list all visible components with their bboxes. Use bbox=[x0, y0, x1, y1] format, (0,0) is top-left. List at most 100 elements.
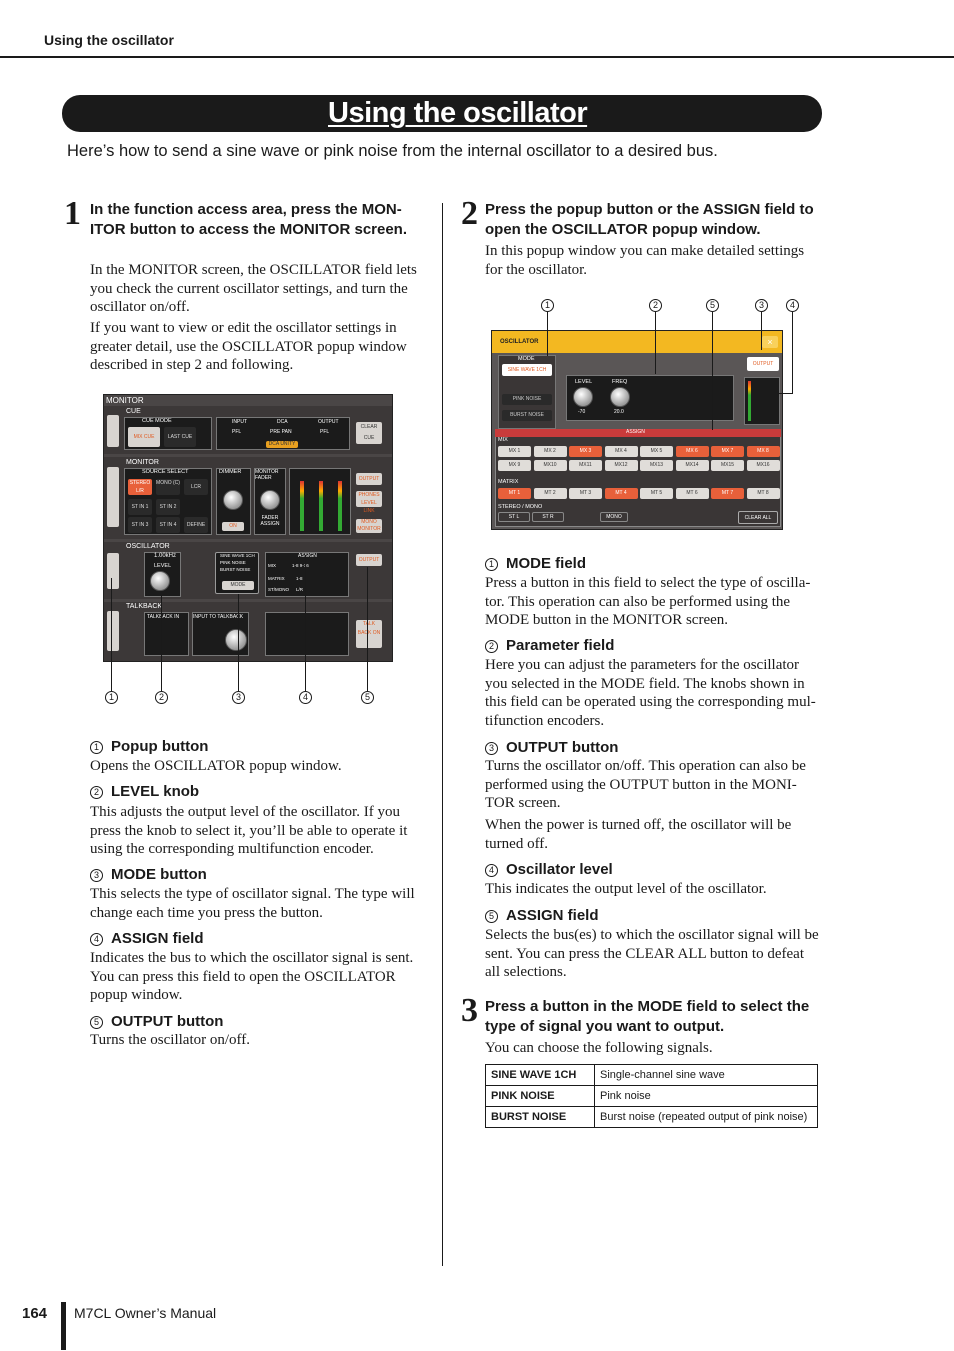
title-bar bbox=[62, 95, 822, 132]
talkback-popup-button[interactable] bbox=[107, 611, 119, 651]
table-row: SINE WAVE 1CH Single-channel sine wave bbox=[485, 1064, 818, 1086]
monitor-output-button[interactable]: OUTPUT bbox=[356, 473, 382, 485]
level-knob[interactable] bbox=[573, 387, 593, 407]
close-icon[interactable]: × bbox=[762, 336, 778, 348]
item-number: 4 bbox=[90, 933, 103, 946]
mono-c-button[interactable]: MONO (C) bbox=[156, 479, 180, 495]
mix-assign-button[interactable]: MX14 bbox=[675, 460, 709, 471]
matrix-assign-button[interactable]: MT 3 bbox=[569, 488, 602, 499]
callout-line bbox=[367, 567, 368, 691]
matrix-assign-button[interactable]: MT 2 bbox=[533, 488, 567, 499]
cue-label: CUE bbox=[126, 408, 141, 415]
step-paragraph: In this popup window you can make detail… bbox=[485, 243, 805, 278]
osc-output-button[interactable]: OUTPUT bbox=[356, 554, 382, 566]
table-cell-key: SINE WAVE 1CH bbox=[485, 1064, 595, 1086]
matrix-assign-button[interactable]: MT 5 bbox=[640, 488, 673, 499]
mono-monitor-button[interactable]: MONO MONITOR bbox=[356, 519, 382, 533]
mix-label: MIX bbox=[498, 437, 508, 443]
mix-assign-button[interactable]: MX 3 bbox=[569, 446, 602, 457]
dimmer-label: DIMMER bbox=[219, 469, 242, 475]
callout-3: 3 bbox=[232, 691, 245, 704]
fader-assign-label: FADER ASSIGN bbox=[260, 515, 280, 527]
mix-assign-button[interactable]: MX 2 bbox=[533, 446, 567, 457]
st-l-button[interactable]: ST L bbox=[498, 512, 530, 522]
dca-unity-button[interactable]: DCA UNITY bbox=[266, 441, 298, 448]
pink-noise-button[interactable]: PINK NOISE bbox=[502, 394, 552, 405]
talkback-in-panel bbox=[144, 612, 189, 656]
callout-3: 3 bbox=[755, 299, 768, 312]
st-in-3-button[interactable]: ST IN 3 bbox=[128, 517, 152, 533]
burst-noise-button[interactable]: BURST NOISE bbox=[502, 410, 552, 421]
talkback-level-knob[interactable] bbox=[225, 629, 247, 651]
callout-4: 4 bbox=[299, 691, 312, 704]
last-cue-button[interactable]: LAST CUE bbox=[164, 427, 196, 447]
step-number: 2 bbox=[461, 195, 478, 232]
mix-assign-button[interactable]: MX13 bbox=[640, 460, 673, 471]
dimmer-on-button[interactable]: ON bbox=[222, 522, 244, 531]
matrix-assign-button[interactable]: MT 4 bbox=[604, 488, 638, 499]
monitor-fader-panel bbox=[254, 468, 286, 535]
oscillator-popup-button[interactable] bbox=[107, 553, 119, 589]
mix-assign-button[interactable]: MX 4 bbox=[604, 446, 638, 457]
talkback-assign-field[interactable] bbox=[265, 612, 349, 656]
item-text: Turns the oscillator on/off. This operat… bbox=[485, 758, 806, 811]
clear-cue-button[interactable]: CLEAR CUE bbox=[356, 422, 382, 444]
matrix-assign-button[interactable]: MT 6 bbox=[675, 488, 709, 499]
meter-l bbox=[300, 481, 304, 531]
talkback-on-button[interactable]: TALK BACK ON bbox=[356, 620, 382, 648]
mix-assign-button[interactable]: MX 8 bbox=[746, 446, 780, 457]
item-text: This indicates the output level of the o… bbox=[485, 881, 767, 897]
stereo-lr-button[interactable]: STEREO L/R bbox=[128, 479, 152, 495]
item-title: MODE button bbox=[111, 866, 207, 883]
cue-popup-button[interactable] bbox=[107, 415, 119, 447]
sine-wave-button[interactable]: SINE WAVE 1CH bbox=[502, 364, 552, 376]
item-text: Opens the OSCILLATOR popup window. bbox=[90, 758, 342, 774]
osc-mode-button[interactable]: MODE bbox=[222, 581, 254, 590]
clear-all-button[interactable]: CLEAR ALL bbox=[738, 511, 778, 524]
osc-level-value: 1.00kHz bbox=[154, 553, 177, 559]
monitor-fader-knob[interactable] bbox=[260, 490, 280, 510]
mix-cue-button[interactable]: MIX CUE bbox=[128, 427, 160, 447]
mix-assign-button[interactable]: MX10 bbox=[533, 460, 567, 471]
callout-line bbox=[761, 312, 762, 350]
matrix-assign-button[interactable]: MT 7 bbox=[711, 488, 744, 499]
dimmer-knob[interactable] bbox=[223, 490, 243, 510]
mix-assign-button[interactable]: MX16 bbox=[746, 460, 780, 471]
freq-knob[interactable] bbox=[610, 387, 630, 407]
osc-assign-field[interactable] bbox=[265, 552, 349, 597]
mix-assign-button[interactable]: MX11 bbox=[569, 460, 602, 471]
st-in-4-button[interactable]: ST IN 4 bbox=[156, 517, 180, 533]
phones-level-link-button[interactable]: PHONES LEVEL LINK bbox=[356, 491, 382, 514]
monitor-screen: MONITOR CUE CUE MODE MIX CUE LAST CUE IN… bbox=[103, 394, 393, 662]
st-in-2-button[interactable]: ST IN 2 bbox=[156, 499, 180, 515]
lcr-button[interactable]: LCR bbox=[184, 479, 208, 495]
mix-assign-button[interactable]: MX 7 bbox=[711, 446, 744, 457]
item-number: 5 bbox=[485, 910, 498, 923]
matrix-assign-button[interactable]: MT 8 bbox=[746, 488, 780, 499]
define-button[interactable]: DEFINE bbox=[184, 517, 208, 533]
st-r-button[interactable]: ST R bbox=[532, 512, 564, 522]
mono-button[interactable]: MONO bbox=[600, 512, 628, 522]
popup-output-button[interactable]: OUTPUT bbox=[747, 357, 779, 371]
mix-assign-button[interactable]: MX12 bbox=[604, 460, 638, 471]
matrix-range: 1-8 bbox=[296, 576, 303, 581]
callout-line bbox=[655, 312, 656, 374]
st-in-1-button[interactable]: ST IN 1 bbox=[128, 499, 152, 515]
osc-level-knob[interactable] bbox=[150, 571, 170, 591]
matrix-assign-button[interactable]: MT 1 bbox=[498, 488, 531, 499]
item-title: Popup button bbox=[111, 738, 209, 755]
mix-assign-button[interactable]: MX15 bbox=[711, 460, 744, 471]
mix-assign-button[interactable]: MX 1 bbox=[498, 446, 531, 457]
mix-assign-button[interactable]: MX 6 bbox=[675, 446, 709, 457]
footer-bar bbox=[61, 1302, 66, 1350]
mix-assign-button[interactable]: MX 5 bbox=[640, 446, 673, 457]
running-header: Using the oscillator bbox=[44, 32, 174, 48]
monitor-popup-button[interactable] bbox=[107, 467, 119, 527]
mix-assign-button[interactable]: MX 9 bbox=[498, 460, 531, 471]
level-meter-bar bbox=[748, 381, 751, 421]
st-mono-label: ST/MONO bbox=[268, 587, 289, 592]
